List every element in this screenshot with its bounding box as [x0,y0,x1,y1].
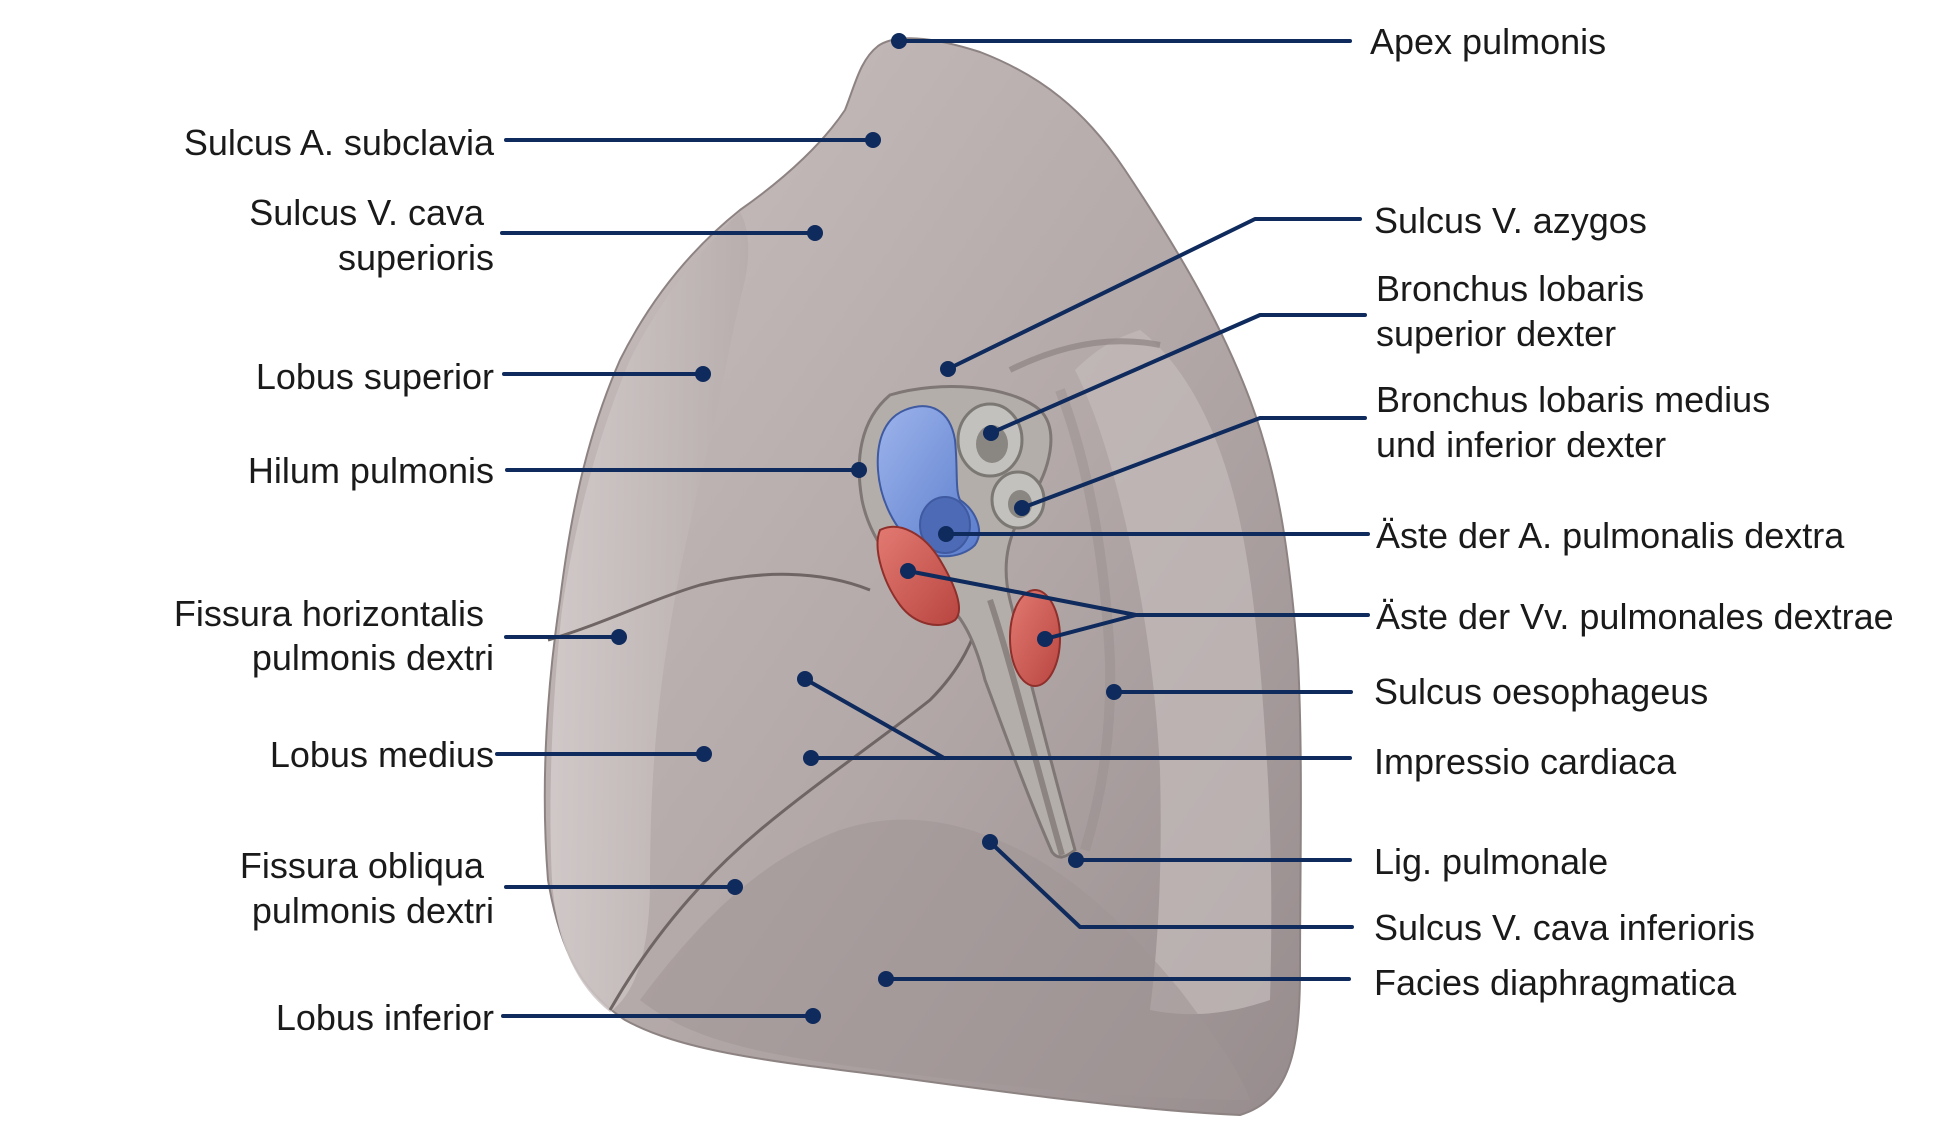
marker-sulcus-a-subclavia [865,132,881,148]
label-sulcus-v-cava-inf: Sulcus V. cava inferioris [1374,907,1755,948]
label-sulcus-a-subclavia: Sulcus A. subclavia [184,122,495,163]
pulmonary-artery-lumen [919,496,971,554]
marker-sulcus-v-azygos [940,361,956,377]
label-aeste-vv-pulmonales: Äste der Vv. pulmonales dextrae [1376,596,1894,637]
label-fissura-horizontalis-line1: Fissura horizontalis [174,593,484,634]
label-sulcus-v-cava-sup-line1: Sulcus V. cava [249,192,485,233]
fissura-horizontalis [547,572,871,642]
marker-lobus-superior [695,366,711,382]
label-facies-diaphragmatica: Facies diaphragmatica [1374,962,1737,1003]
label-sulcus-v-cava-sup-line2: superioris [338,237,494,278]
marker-impressio-cardiaca-upper [797,671,813,687]
marker-apex-pulmonis [891,33,907,49]
label-fissura-horizontalis-line2: pulmonis dextri [252,637,494,678]
fissura-obliqua [608,599,987,1011]
marker-impressio-cardiaca-front [803,750,819,766]
marker-aeste-vv-pulmonales-upper [900,563,916,579]
pulmonary-vein-upper [876,525,960,626]
lung-costal-rim [550,212,749,1012]
label-fissura-obliqua-line2: pulmonis dextri [252,890,494,931]
marker-facies-diaphragmatica [878,971,894,987]
marker-fissura-obliqua [727,879,743,895]
leader-bronchus-medius [1020,416,1367,510]
label-lig-pulmonale: Lig. pulmonale [1374,841,1608,882]
label-hilum-pulmonis: Hilum pulmonis [248,450,494,491]
marker-hilum-pulmonis [851,462,867,478]
sulcus-oesophageus-groove [1055,388,1116,852]
leader-sulcus-v-azygos [946,217,1362,371]
marker-bronchus-medius [1014,500,1030,516]
marker-aeste-a-pulmonalis [938,526,954,542]
leader-bronchus-superior [989,313,1367,435]
marker-sulcus-v-cava-sup [807,225,823,241]
label-lobus-medius: Lobus medius [270,734,494,775]
label-bronchus-superior-line2: superior dexter [1376,313,1616,354]
lung-diaphragmatic-surface [640,819,1250,1100]
marker-fissura-horizontalis [611,629,627,645]
marker-lobus-medius [696,746,712,762]
label-sulcus-v-azygos: Sulcus V. azygos [1374,200,1647,241]
label-lobus-superior: Lobus superior [256,356,494,397]
marker-sulcus-v-cava-inf [982,834,998,850]
label-apex-pulmonis: Apex pulmonis [1370,21,1606,62]
pulmonary-vein-lower [1009,589,1061,687]
label-sulcus-oesophageus: Sulcus oesophageus [1374,671,1708,712]
marker-aeste-vv-pulmonales-lower [1037,631,1053,647]
label-lobus-inferior: Lobus inferior [276,997,494,1038]
sulcus-azygos-groove [1008,338,1161,373]
marker-lobus-inferior [805,1008,821,1024]
label-impressio-cardiaca: Impressio cardiaca [1374,741,1677,782]
label-bronchus-superior-line1: Bronchus lobaris [1376,268,1644,309]
marker-lig-pulmonale [1068,852,1084,868]
label-aeste-a-pulmonalis: Äste der A. pulmonalis dextra [1376,515,1845,556]
marker-bronchus-superior [983,425,999,441]
label-bronchus-medius-line1: Bronchus lobaris medius [1376,379,1770,420]
label-bronchus-medius-line2: und inferior dexter [1376,424,1666,465]
leader-impressio-cardiaca-b [803,677,946,760]
label-fissura-obliqua-line1: Fissura obliqua [240,845,485,886]
lung-posterior-rim [1075,330,1272,1015]
lig-pulmonale-strip [987,599,1065,856]
marker-sulcus-oesophageus [1106,684,1122,700]
leader-aeste-vv-pulmonales-b [1043,613,1138,641]
leader-sulcus-v-cava-inf [988,840,1354,929]
